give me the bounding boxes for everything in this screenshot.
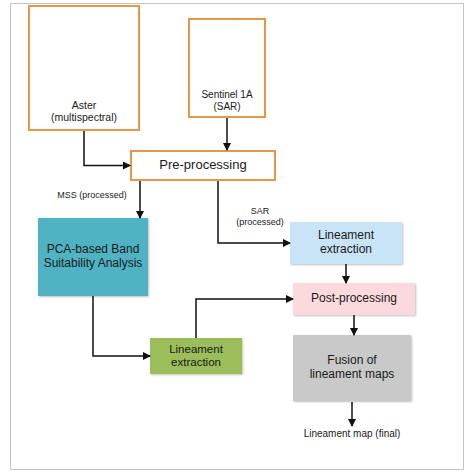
- node-text: Lineament extraction: [153, 343, 239, 369]
- edge-label: SAR (processed): [228, 206, 292, 228]
- node-text: Post-processing: [311, 292, 397, 306]
- flow-arrow: [93, 296, 150, 356]
- node-text: Fusion of lineament maps: [302, 354, 402, 382]
- source-box: Sentinel 1A (SAR): [188, 18, 266, 118]
- process-box: Lineament extraction: [150, 338, 242, 374]
- node-text: Aster (multispectral): [44, 99, 124, 123]
- flow-arrow: [345, 264, 347, 283]
- flow-arrow: [196, 299, 293, 338]
- node-text: Sentinel 1A (SAR): [192, 89, 262, 112]
- output-arrow: [351, 402, 353, 426]
- process-box: Fusion of lineament maps: [293, 335, 411, 401]
- source-box: Aster (multispectral): [28, 5, 140, 131]
- process-box: Pre-processing: [130, 150, 276, 181]
- flow-arrow: [139, 181, 141, 218]
- node-text: PCA-based Band Suitability Analysis: [43, 243, 143, 271]
- flow-arrow: [353, 315, 355, 335]
- flow-arrow: [84, 131, 130, 166]
- flow-arrow: [226, 118, 228, 150]
- process-box: Post-processing: [293, 283, 415, 315]
- edge-label: MSS (processed): [56, 190, 128, 201]
- outer-frame: [11, 4, 464, 470]
- node-text: Lineament extraction: [294, 229, 398, 257]
- process-box: PCA-based Band Suitability Analysis: [38, 218, 148, 296]
- output-label: Lineament map (final): [298, 428, 406, 440]
- node-text: Pre-processing: [159, 158, 246, 173]
- process-box: Lineament extraction: [290, 222, 402, 264]
